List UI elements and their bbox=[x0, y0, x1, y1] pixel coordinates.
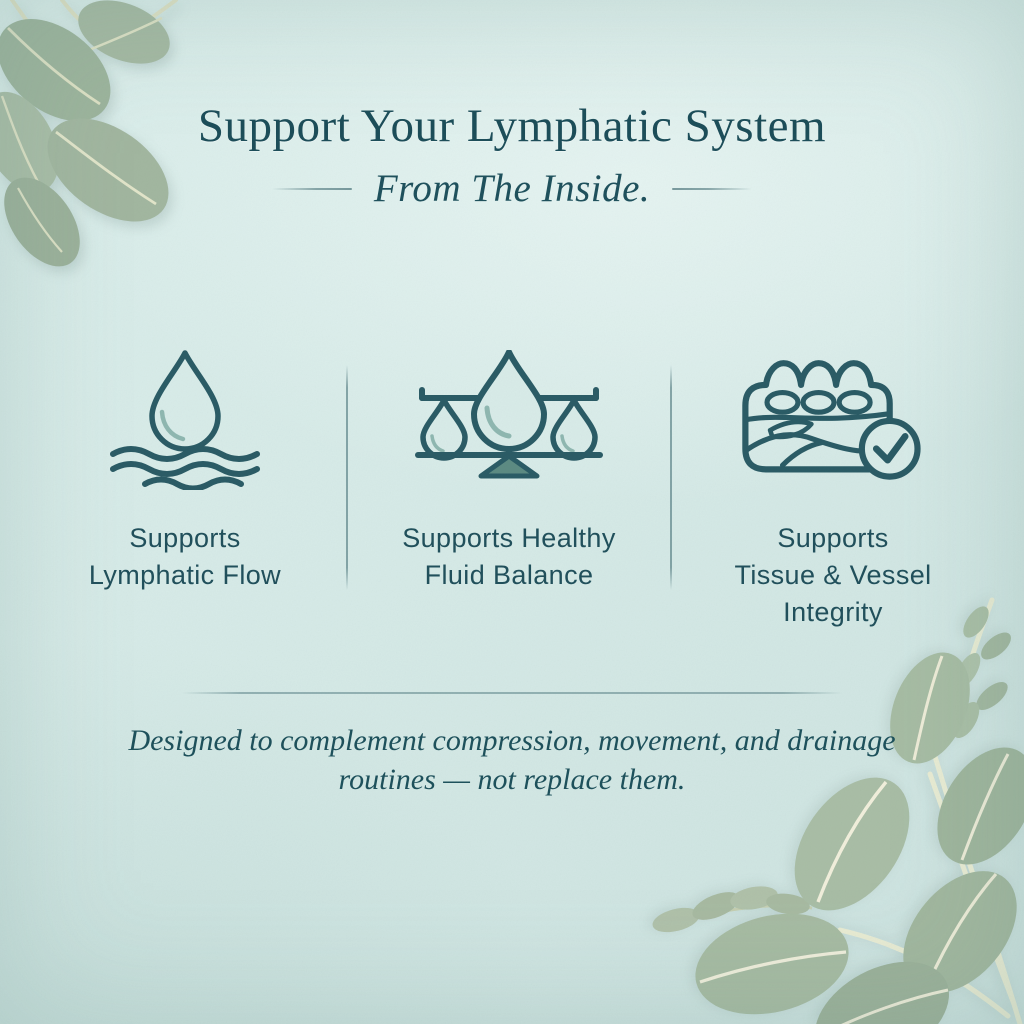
benefit-tissue-integrity: Supports Tissue & Vessel Integrity bbox=[672, 350, 994, 631]
benefit-icon-box bbox=[735, 350, 931, 490]
benefit-icon-box bbox=[404, 350, 614, 490]
footnote-line-2: routines — not replace them. bbox=[338, 763, 686, 796]
subtitle-dash-right-icon bbox=[672, 188, 753, 190]
footnote-line-1: Designed to complement compression, move… bbox=[128, 724, 896, 757]
droplet-highlight bbox=[159, 409, 186, 442]
cell-oval-1 bbox=[764, 390, 801, 415]
footnote: Designed to complement compression, move… bbox=[0, 721, 1024, 799]
benefit-icon-box bbox=[105, 350, 265, 490]
eucalyptus-leaves-bottom-right bbox=[652, 597, 1024, 1024]
label-line: Integrity bbox=[783, 597, 883, 627]
benefits-row: Supports Lymphatic Flow bbox=[24, 350, 994, 631]
label-line: Lymphatic Flow bbox=[88, 560, 282, 590]
label-line: Supports Healthy bbox=[402, 523, 616, 553]
page-title: Support Your Lymphatic System bbox=[197, 100, 827, 152]
wave-line-3 bbox=[142, 476, 244, 490]
tissue-vessel-check-icon bbox=[742, 360, 921, 480]
page-subtitle: From The Inside. bbox=[373, 167, 651, 210]
right-droplet bbox=[550, 397, 598, 461]
subtitle-row: From The Inside. bbox=[0, 168, 1024, 210]
left-droplet bbox=[420, 397, 468, 461]
benefit-label: Supports Lymphatic Flow bbox=[89, 520, 281, 594]
cell-oval-3 bbox=[836, 390, 873, 415]
check-circle bbox=[858, 417, 921, 480]
label-line: Tissue & Vessel bbox=[734, 560, 932, 590]
label-line: Supports bbox=[129, 523, 241, 553]
label-line: Supports bbox=[777, 523, 889, 553]
fluid-balance-scale-icon bbox=[415, 350, 603, 479]
section-divider bbox=[182, 692, 842, 694]
water-drop-waves-icon bbox=[110, 350, 260, 490]
cell-oval-2 bbox=[800, 390, 837, 415]
wave-line-2 bbox=[110, 461, 260, 477]
benefit-label: Supports Healthy Fluid Balance bbox=[402, 520, 616, 594]
subtitle-dash-left-icon bbox=[271, 188, 352, 190]
benefit-label: Supports Tissue & Vessel Integrity bbox=[734, 520, 931, 631]
vessel-line-3 bbox=[779, 440, 825, 468]
droplet-outline bbox=[149, 350, 221, 452]
benefit-lymphatic-flow: Supports Lymphatic Flow bbox=[24, 350, 346, 631]
header: Support Your Lymphatic System From The I… bbox=[0, 100, 1024, 210]
benefit-fluid-balance: Supports Healthy Fluid Balance bbox=[348, 350, 670, 631]
base-triangle bbox=[478, 453, 540, 479]
label-line: Fluid Balance bbox=[424, 560, 594, 590]
